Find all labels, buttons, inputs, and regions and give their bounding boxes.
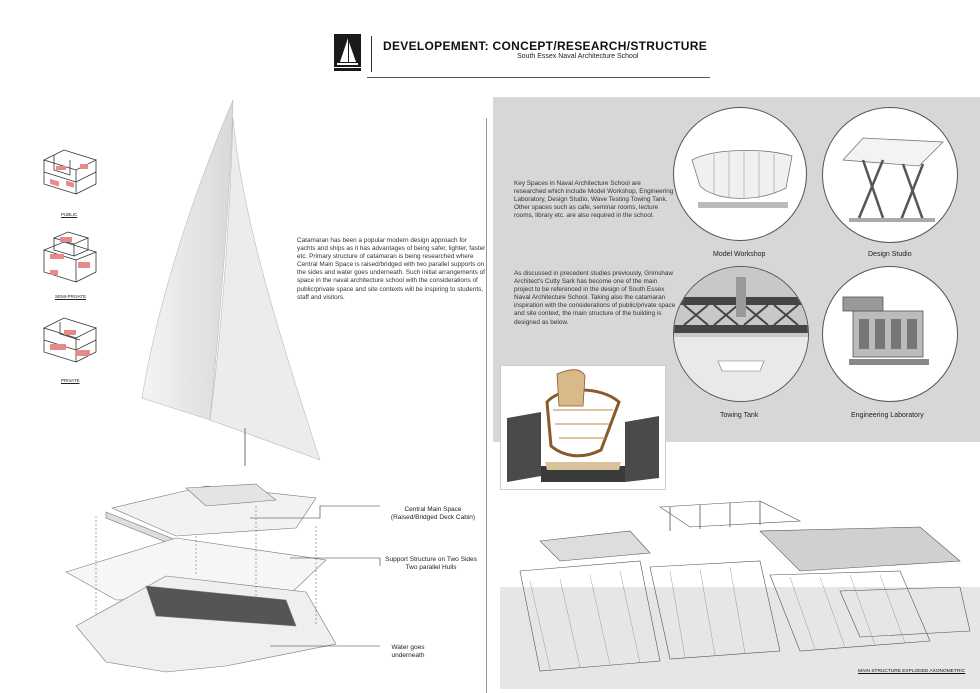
axonometric-caption: MAIN STRUCTURE EXPLODED AXONOMETRIC — [858, 669, 966, 674]
callout-water-line2: underneath — [391, 652, 425, 659]
callout-support-line2: Two parallel Hulls — [405, 564, 457, 571]
public-zone-diagram — [42, 149, 98, 195]
catamaran-exploded-illustration — [65, 483, 337, 673]
catamaran-description: Catamaran has been a popular modern desi… — [297, 237, 486, 301]
private-zone-diagram — [42, 317, 98, 363]
exploded-axonometric-image — [500, 491, 980, 689]
sail-illustration — [141, 99, 321, 466]
zone-label-private: PRIVATE — [61, 378, 80, 383]
logo — [334, 34, 361, 67]
callout-water: Water goes underneath — [378, 644, 438, 660]
precedent-description: As discussed in precedent studies previo… — [514, 270, 676, 326]
zone-label-public: PUBLIC — [61, 212, 78, 217]
sailboat-logo-icon — [337, 38, 358, 65]
callout-water-line1: Water goes — [391, 644, 425, 651]
design-studio-image — [822, 107, 958, 243]
model-workshop-label: Model Workshop — [713, 251, 766, 258]
engineering-laboratory-image — [822, 266, 958, 402]
design-studio-label: Design Studio — [868, 251, 912, 258]
towing-tank-image — [673, 266, 809, 402]
callout-leaders — [250, 505, 381, 647]
engineering-laboratory-label: Engineering Laboratory — [851, 412, 924, 419]
towing-tank-label: Towing Tank — [720, 412, 759, 419]
callout-support-line1: Support Structure on Two Sides — [385, 556, 477, 563]
header-rule — [367, 77, 710, 78]
callout-central-main-space: Central Main Space (Raised/Bridged Deck … — [378, 506, 488, 522]
key-spaces-description: Key Spaces in Naval Architecture School … — [514, 180, 674, 220]
callout-support-structure: Support Structure on Two Sides Two paral… — [372, 556, 490, 572]
page-title: DEVELOPEMENT: CONCEPT/RESEARCH/STRUCTURE — [383, 39, 708, 53]
callout-central-line2: (Raised/Bridged Deck Cabin) — [390, 514, 476, 521]
header-divider — [371, 36, 372, 72]
page-subtitle: South Essex Naval Architecture School — [517, 53, 639, 60]
model-workshop-image — [673, 107, 807, 241]
vertical-separator — [486, 118, 487, 693]
semi-private-zone-diagram — [42, 231, 98, 283]
logo-underline — [334, 68, 361, 71]
callout-central-line1: Central Main Space — [404, 506, 462, 513]
zone-label-semi-private: SEMI-PRIVATE — [55, 294, 87, 299]
cutty-sark-section-image — [500, 365, 666, 490]
